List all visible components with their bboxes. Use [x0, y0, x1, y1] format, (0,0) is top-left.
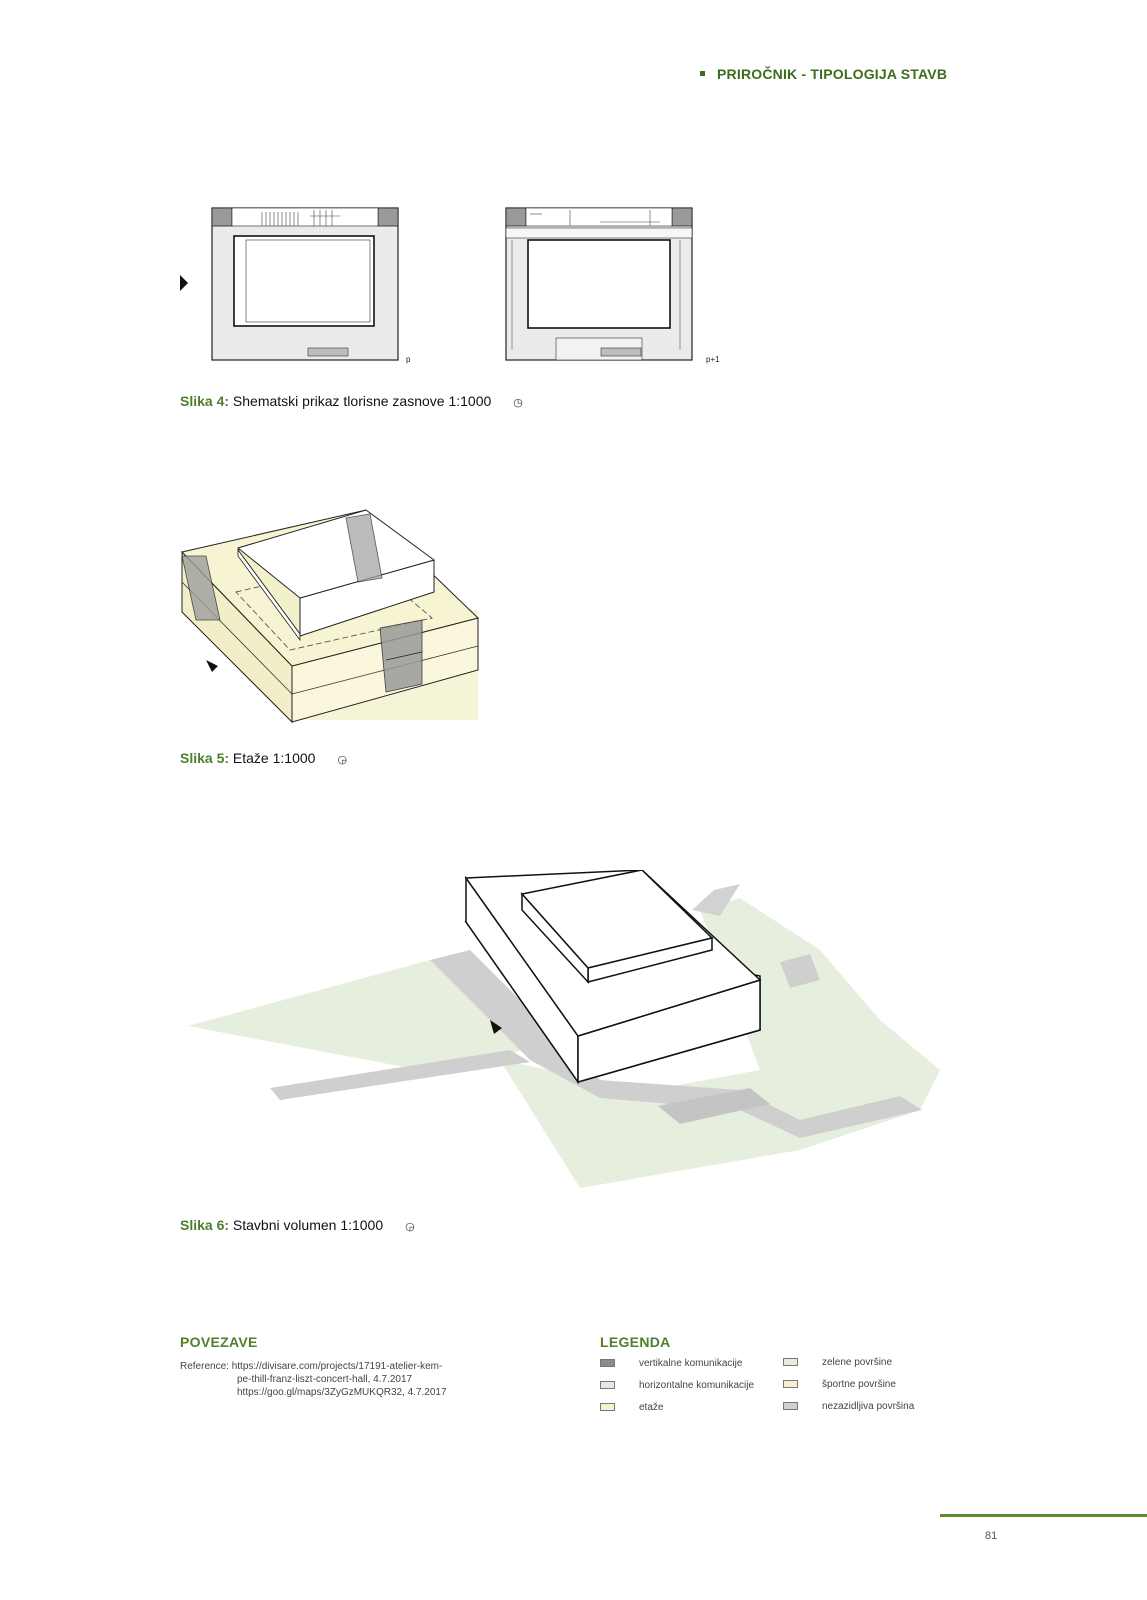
header-bullet-icon [700, 70, 705, 76]
legend-item: športne površine [783, 1377, 963, 1391]
legend-swatch [783, 1402, 798, 1410]
legend-label: športne površine [822, 1378, 896, 1390]
figure6-caption: Slika 6: Stavbni volumen 1:1000 ◶ [180, 1217, 415, 1233]
floor-plan-figure: p p+1 [180, 207, 720, 364]
legend-item: horizontalne komunikacije [600, 1378, 780, 1392]
north-arrow-icon: ◶ [337, 754, 348, 766]
footer-rule [940, 1514, 1147, 1517]
references-block: Reference: https://divisare.com/projects… [180, 1360, 500, 1399]
legend-item: etaže [600, 1400, 780, 1414]
plan-label-p: p [406, 355, 411, 364]
legend-swatch [600, 1381, 615, 1389]
page-header: PRIROČNIK - TIPOLOGIJA STAVB [700, 66, 947, 82]
caption-label: Slika 6: [180, 1217, 230, 1233]
floor-plan-p: p [211, 207, 411, 364]
legend-item: zelene površine [783, 1355, 963, 1369]
caption-text: Stavbni volumen 1:1000 [229, 1217, 384, 1233]
floor-plan-p1: p+1 [505, 207, 720, 364]
legend-column-right: zelene površine športne površine nezazid… [783, 1355, 963, 1413]
legend-swatch [600, 1403, 615, 1411]
floors-axonometric-figure [181, 509, 479, 724]
legend-swatch [783, 1358, 798, 1366]
caption-label: Slika 5: [180, 750, 230, 766]
figure4-caption: Slika 4: Shematski prikaz tlorisne zasno… [180, 393, 523, 409]
legend-title: LEGENDA [600, 1334, 671, 1350]
north-arrow-icon: ◶ [405, 1221, 415, 1233]
caption-text: Etaže 1:1000 [229, 750, 316, 766]
legend-label: nezazidljiva površina [822, 1400, 915, 1412]
figure5-caption: Slika 5: Etaže 1:1000 ◶ [180, 750, 347, 766]
entrance-arrow-icon [180, 275, 188, 291]
north-arrow-icon: ◷ [513, 397, 523, 409]
plan-label-p1: p+1 [706, 355, 720, 364]
header-title: PRIROČNIK - TIPOLOGIJA STAVB [717, 66, 948, 82]
legend-item: nezazidljiva površina [783, 1399, 963, 1413]
links-title: POVEZAVE [180, 1334, 258, 1350]
building-volume-figure [188, 870, 940, 1188]
legend-swatch [600, 1359, 615, 1367]
entrance-arrow-icon [490, 1020, 502, 1034]
legend-label: vertikalne komunikacije [639, 1357, 743, 1369]
reference-label: Reference: [180, 1361, 229, 1372]
legend-label: etaže [639, 1401, 664, 1413]
reference-line[interactable]: pe-thill-franz-liszt-concert-hall, 4.7.2… [237, 1374, 413, 1385]
page-number: 81 [985, 1530, 998, 1542]
legend-label: zelene površine [822, 1356, 893, 1368]
legend-column-left: vertikalne komunikacije horizontalne kom… [600, 1356, 780, 1414]
reference-line[interactable]: https://divisare.com/projects/17191-atel… [231, 1361, 443, 1372]
caption-label: Slika 4: [180, 393, 230, 409]
entrance-arrow-icon [206, 660, 218, 672]
legend-swatch [783, 1380, 798, 1388]
legend-item: vertikalne komunikacije [600, 1356, 780, 1370]
reference-line[interactable]: https://goo.gl/maps/3ZyGzMUKQR32, 4.7.20… [237, 1387, 447, 1398]
caption-text: Shematski prikaz tlorisne zasnove 1:1000 [229, 393, 492, 409]
legend-label: horizontalne komunikacije [639, 1379, 755, 1391]
